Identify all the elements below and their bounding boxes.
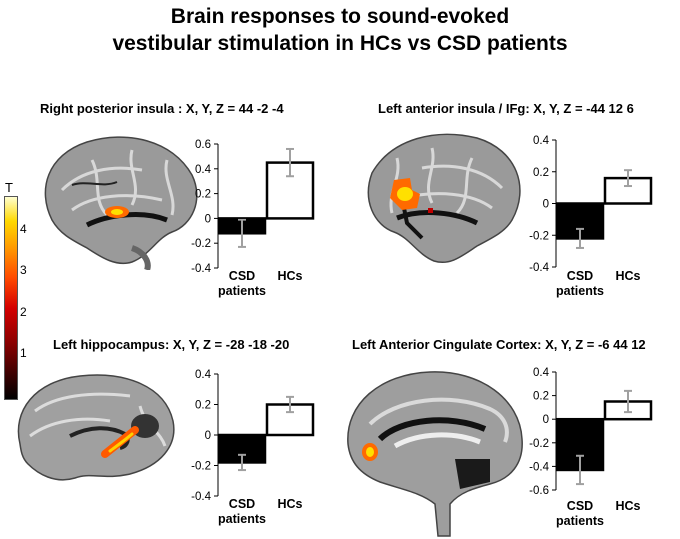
category-label: CSD [229, 497, 255, 511]
y-tick-label: 0.4 [533, 135, 550, 147]
y-tick-label: 0.4 [533, 367, 550, 379]
y-tick-label: -0.4 [191, 491, 211, 503]
colorbar-tick-4: 4 [20, 222, 27, 236]
bar-hcs [265, 403, 315, 437]
y-tick-label: 0 [543, 199, 549, 211]
y-tick-label: 0 [205, 213, 211, 225]
y-tick-label: 0.4 [195, 369, 212, 381]
category-label: patients [556, 514, 604, 528]
y-tick-label: 0.2 [195, 400, 211, 412]
panel-title-left-anterior-insula: Left anterior insula / IFg: X, Y, Z = -4… [378, 101, 634, 116]
panel-title-left-hippocampus: Left hippocampus: X, Y, Z = -28 -18 -20 [53, 337, 290, 352]
y-tick-label: 0 [205, 430, 211, 442]
brain-slice-anterior-cingulate [347, 371, 523, 537]
y-tick-label: -0.4 [529, 461, 549, 473]
colorbar [4, 196, 18, 400]
y-tick-label: 0 [543, 414, 549, 426]
y-tick-label: 0.2 [195, 189, 211, 201]
colorbar-tick-2: 2 [20, 305, 27, 319]
y-tick-label: 0.2 [533, 167, 549, 179]
y-tick-label: -0.2 [529, 438, 549, 450]
category-label: patients [218, 512, 266, 526]
brain-slice-left-hippocampus [17, 374, 175, 481]
y-tick-label: -0.4 [191, 263, 211, 275]
y-tick-label: 0.2 [533, 391, 549, 403]
colorbar-tick-3: 3 [20, 263, 27, 277]
category-label: HCs [277, 269, 302, 283]
y-tick-label: 0.4 [195, 164, 212, 176]
figure-title-line1: Brain responses to sound-evoked [170, 5, 510, 28]
panel-title-right-posterior-insula: Right posterior insula : X, Y, Z = 44 -2… [40, 101, 284, 116]
panel-title-left-acc: Left Anterior Cingulate Cortex: X, Y, Z … [352, 337, 646, 352]
y-tick-label: -0.4 [529, 262, 549, 274]
figure-title-line2: vestibular stimulation in HCs vs CSD pat… [112, 32, 568, 55]
category-label: HCs [615, 269, 640, 283]
category-label: patients [556, 284, 604, 298]
y-tick-label: 0.6 [195, 139, 211, 151]
category-label: HCs [277, 497, 302, 511]
colorbar-label: T [5, 180, 13, 195]
brain-slice-right-posterior-insula [44, 136, 198, 270]
category-label: CSD [229, 269, 255, 283]
category-label: HCs [615, 499, 640, 513]
colorbar-tick-1: 1 [20, 346, 27, 360]
category-label: CSD [567, 269, 593, 283]
y-tick-label: -0.2 [191, 238, 211, 250]
category-label: CSD [567, 499, 593, 513]
category-label: patients [218, 284, 266, 298]
brain-slice-left-anterior-insula [367, 133, 521, 263]
y-tick-label: -0.2 [529, 230, 549, 242]
y-tick-label: -0.6 [529, 485, 549, 497]
y-tick-label: -0.2 [191, 461, 211, 473]
